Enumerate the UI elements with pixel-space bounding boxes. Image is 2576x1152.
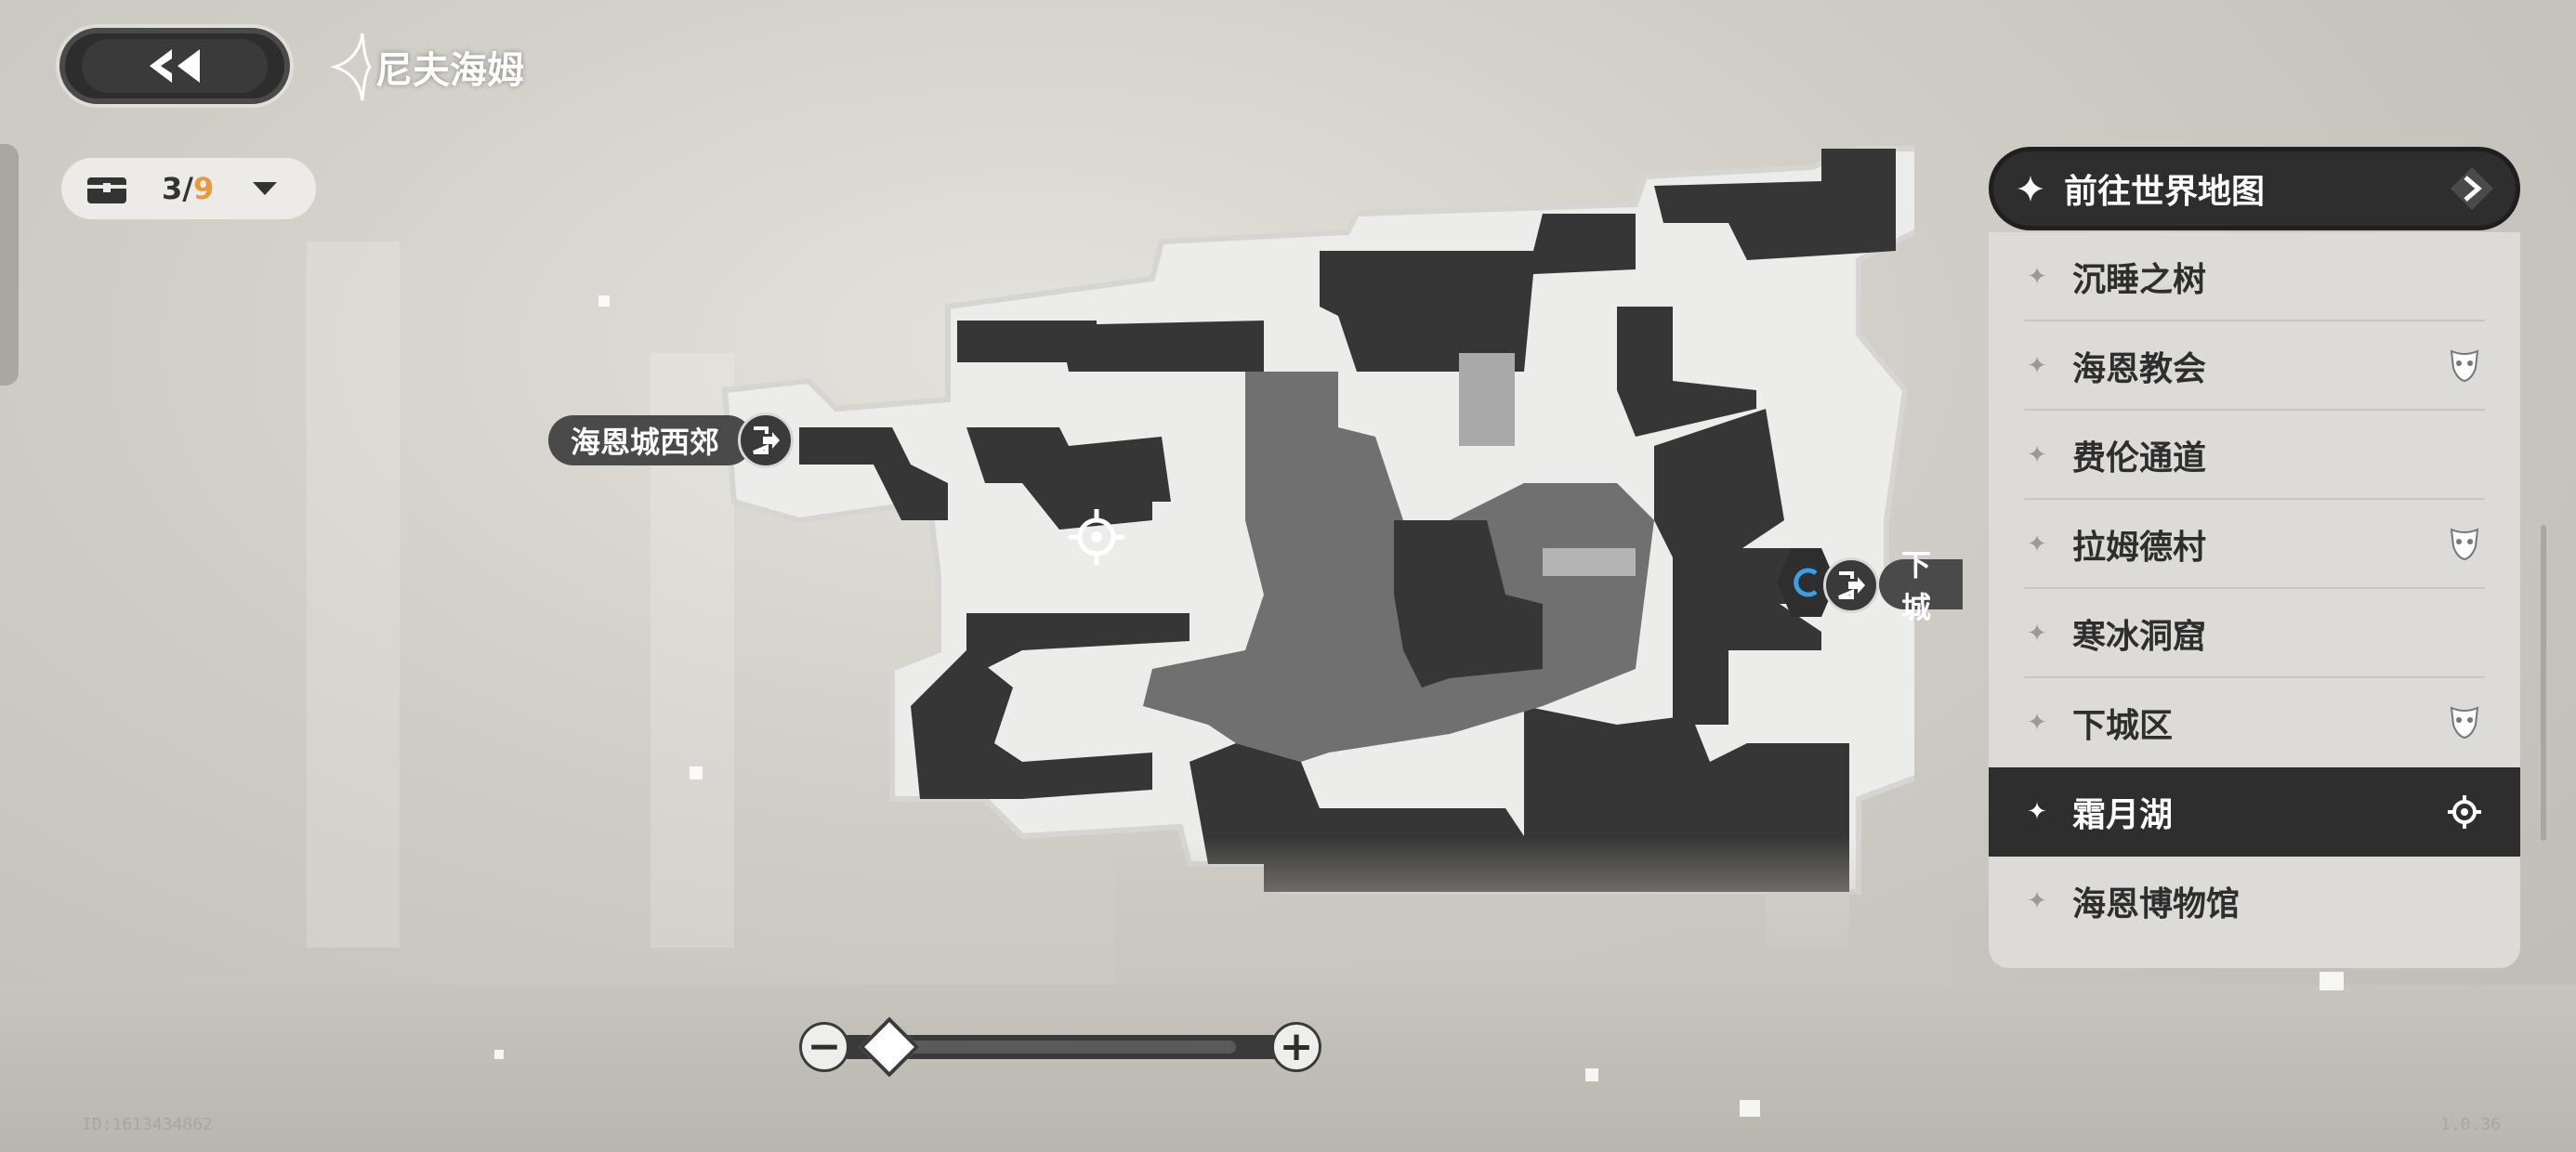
list-item[interactable]: ✦ 沉睡之树 — [1989, 232, 2520, 321]
list-scrollbar[interactable] — [2541, 525, 2546, 841]
sparkle-star-icon: ✦ — [2027, 620, 2047, 648]
map-corridor — [1320, 214, 1636, 372]
zoom-slider-rail — [892, 1041, 1236, 1054]
exit-door-icon — [1838, 571, 1865, 599]
sparkle-star-icon: ✦ — [2027, 887, 2047, 915]
map-corridor — [1059, 321, 1264, 372]
map-corridor — [966, 613, 1189, 669]
mask-icon — [2450, 528, 2479, 561]
sparkle-star-icon: ✦ — [2027, 709, 2047, 737]
area-map[interactable] — [706, 130, 1914, 948]
sparkle-star-icon: ✦ — [2027, 441, 2047, 469]
divider — [2024, 498, 2485, 500]
treasure-chest-icon — [87, 177, 126, 203]
sparkle — [494, 1050, 504, 1059]
side-drawer-tab[interactable] — [0, 144, 19, 386]
area-list[interactable]: ✦ 沉睡之树 ✦ 海恩教会 ✦ 费伦通道 ✦ 拉姆德村 — [1989, 232, 2520, 968]
mask-icon — [2450, 349, 2479, 383]
map-corridor — [1673, 595, 1821, 725]
blue-portal-icon — [1794, 568, 1818, 597]
east-exit-button[interactable] — [1823, 557, 1879, 613]
list-item-selected[interactable]: ✦ 霜月湖 — [1989, 767, 2520, 857]
map-corridor — [1617, 307, 1756, 437]
caret-down-icon[interactable] — [251, 179, 279, 198]
list-item[interactable]: ✦ 海恩教会 — [1989, 321, 2520, 411]
list-item[interactable]: ✦ 费伦通道 — [1989, 411, 2520, 500]
east-exit-label[interactable]: 下城 — [1879, 547, 1963, 625]
divider — [2024, 676, 2485, 678]
crosshair-location-icon — [1069, 509, 1124, 565]
divider — [2024, 320, 2485, 321]
version-label: 1.0.36 — [2440, 1115, 2502, 1134]
chest-counter[interactable]: 3/9 — [61, 158, 316, 219]
chest-count: 3/9 — [162, 171, 215, 206]
map-building — [1543, 548, 1636, 576]
zoom-in-button[interactable]: + — [1271, 1022, 1321, 1072]
user-id: ID:1613434862 — [82, 1115, 213, 1134]
exit-door-icon — [753, 426, 780, 454]
area-list-panel: 前往世界地图 ✦ 沉睡之树 ✦ 海恩教会 ✦ 费伦通道 ✦ 拉姆德村 — [1989, 147, 2520, 968]
map-corridor — [1654, 409, 1784, 557]
map-corridor — [1673, 548, 1812, 604]
sparkle — [690, 766, 703, 779]
map-fade — [1115, 836, 1952, 985]
background-pillar — [307, 242, 400, 948]
sparkle-star-icon: ✦ — [2027, 263, 2047, 291]
chevron-right-icon — [2451, 167, 2493, 210]
double-chevron-left-icon — [150, 49, 200, 83]
map-corridor — [1654, 149, 1896, 260]
map-corridor — [1069, 437, 1171, 502]
sparkle-star-icon: ✦ — [2027, 352, 2047, 380]
region-header: 尼夫海姆 — [331, 28, 524, 106]
sparkle — [2320, 972, 2344, 990]
sparkle-star-icon — [2017, 176, 2044, 202]
list-item[interactable]: ✦ 拉姆德村 — [1989, 500, 2520, 589]
list-item[interactable]: ✦ 下城区 — [1989, 678, 2520, 767]
divider — [2024, 587, 2485, 589]
west-exit-button[interactable] — [738, 412, 794, 468]
map-building — [1394, 520, 1543, 687]
sparkle — [598, 295, 610, 307]
map-building — [1459, 353, 1515, 446]
sparkle — [1740, 1100, 1760, 1117]
region-title: 尼夫海姆 — [375, 49, 524, 92]
mask-icon — [2450, 706, 2479, 740]
sparkle — [1585, 1068, 1598, 1081]
goto-world-map-button[interactable]: 前往世界地图 — [1989, 147, 2520, 230]
sparkle-star-icon — [331, 33, 372, 101]
back-button[interactable] — [59, 28, 290, 104]
location-target-icon — [2448, 795, 2481, 829]
west-exit-label[interactable]: 海恩城西郊 — [548, 415, 753, 465]
map-corridor — [966, 427, 1152, 530]
sparkle-star-icon: ✦ — [2027, 798, 2047, 826]
sparkle-star-icon: ✦ — [2027, 530, 2047, 558]
map-corridor — [911, 650, 1152, 799]
list-item[interactable]: ✦ 海恩博物馆 — [1989, 857, 2520, 946]
divider — [2024, 409, 2485, 411]
zoom-out-button[interactable]: − — [799, 1022, 849, 1072]
list-item[interactable]: ✦ 寒冰洞窟 — [1989, 589, 2520, 678]
map-corridor — [799, 427, 948, 520]
